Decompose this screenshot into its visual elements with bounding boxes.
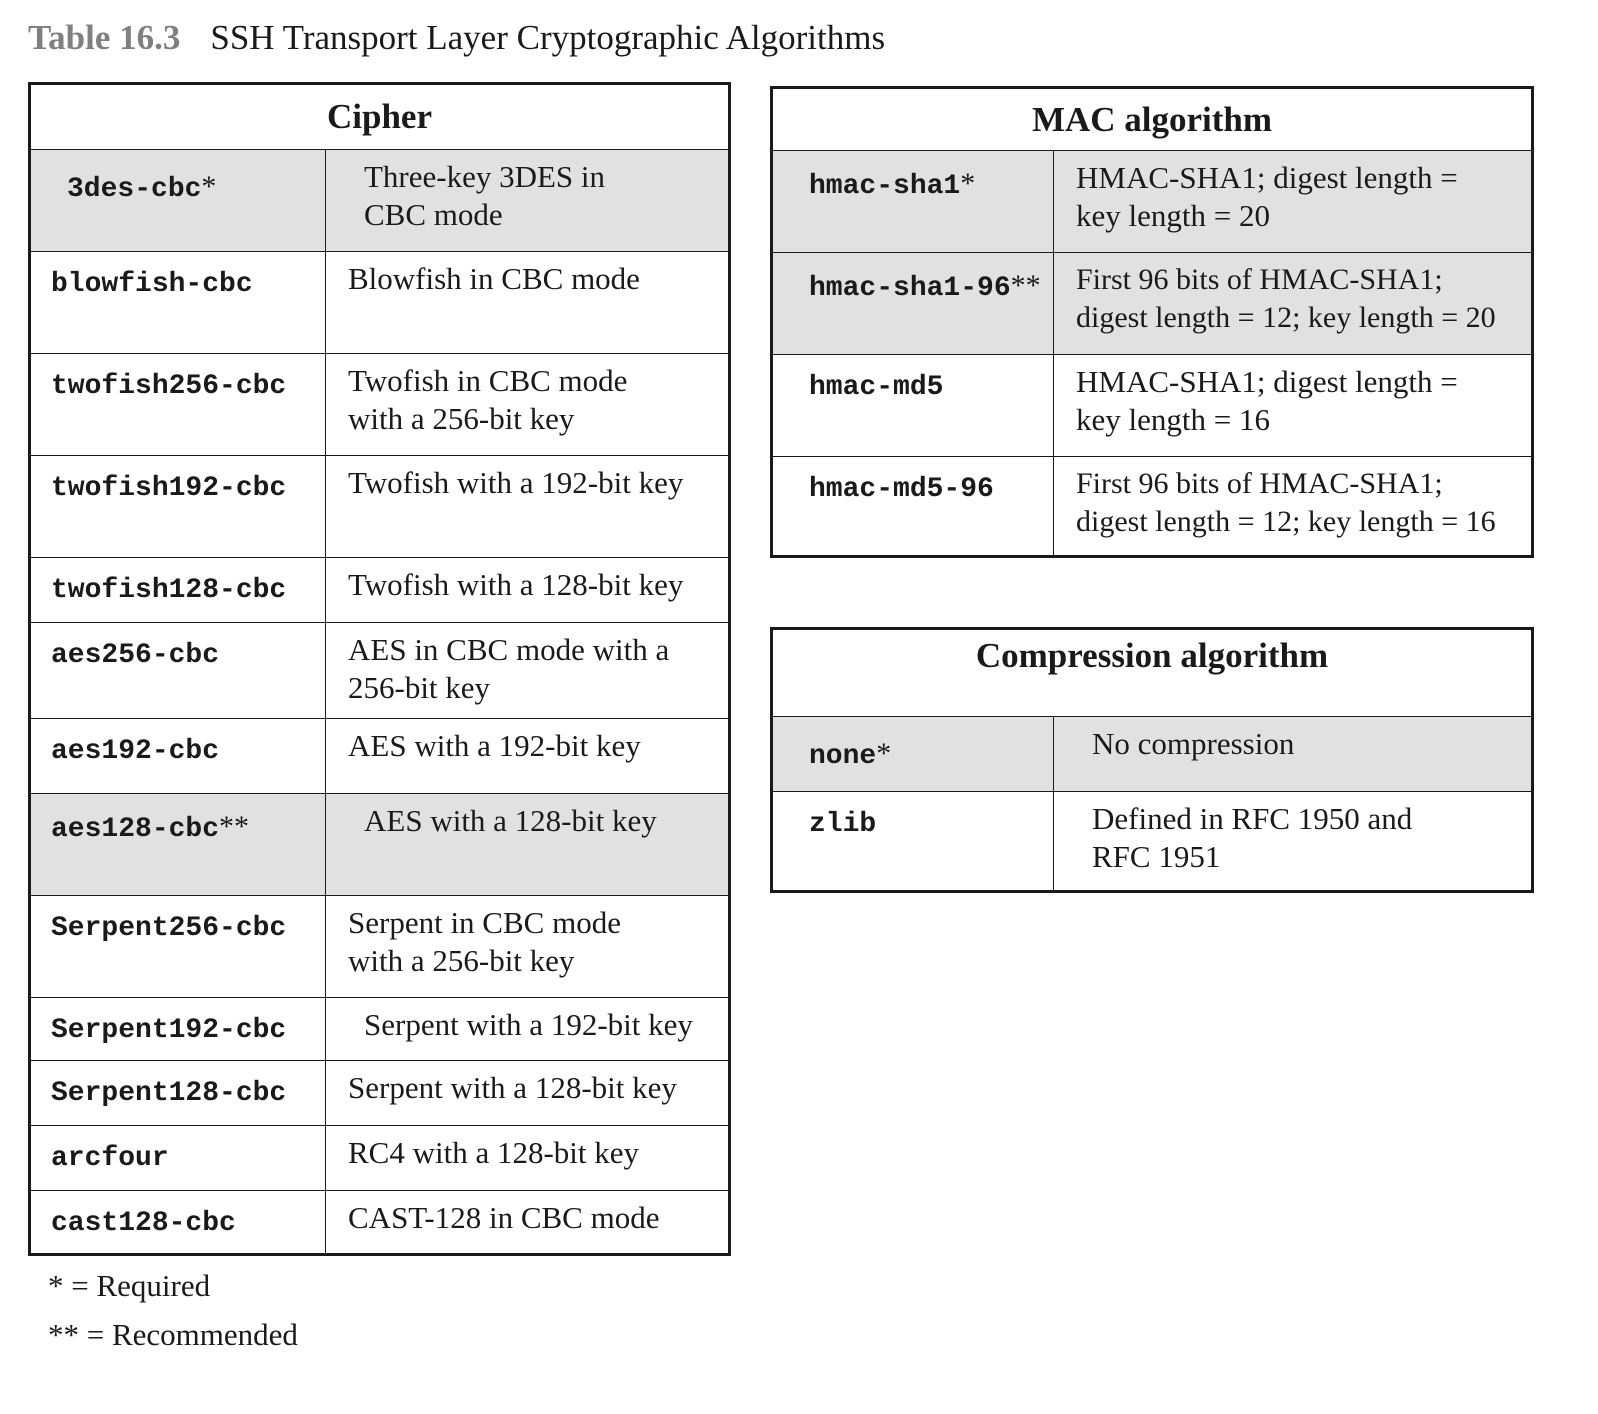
cipher-header: Cipher <box>29 83 730 150</box>
compression-header: Compression algorithm <box>771 628 1533 717</box>
cipher-desc-cell: Serpent with a 192-bit key <box>325 997 730 1061</box>
mac-desc-cell: HMAC-SHA1; digest length =key length = 2… <box>1052 150 1534 253</box>
cipher-name-cell: twofish192-cbc <box>29 455 326 558</box>
mac-name-cell: hmac-sha1-96** <box>771 252 1054 355</box>
table-row: twofish192-cbc Twofish with a 192-bit ke… <box>29 455 730 558</box>
mac-name-cell: hmac-md5 <box>771 354 1054 457</box>
table-row: twofish128-cbc Twofish with a 128-bit ke… <box>29 557 730 623</box>
mac-desc-cell: HMAC-SHA1; digest length =key length = 1… <box>1052 354 1534 457</box>
table-row: blowfish-cbc Blowfish in CBC mode <box>29 251 730 354</box>
cipher-desc-cell: Twofish with a 192-bit key <box>325 455 730 558</box>
table-row: none* No compression <box>771 716 1533 792</box>
cipher-desc-cell: AES with a 192-bit key <box>325 718 730 794</box>
mac-desc-cell: First 96 bits of HMAC-SHA1;digest length… <box>1052 456 1534 557</box>
table-row: cast128-cbc CAST-128 in CBC mode <box>29 1190 730 1255</box>
table-row: hmac-md5 HMAC-SHA1; digest length =key l… <box>771 354 1534 457</box>
cipher-name-cell: Serpent192-cbc <box>29 997 326 1061</box>
cipher-desc-cell: Serpent with a 128-bit key <box>325 1060 730 1126</box>
cipher-name-cell: cast128-cbc <box>29 1190 326 1255</box>
table-row: aes192-cbc AES with a 192-bit key <box>29 718 730 794</box>
cipher-name-cell: aes192-cbc <box>29 718 326 794</box>
compression-table: Compression algorithm none* No compressi… <box>770 627 1534 893</box>
cipher-desc-cell: CAST-128 in CBC mode <box>325 1190 730 1255</box>
cipher-desc-cell: Twofish with a 128-bit key <box>325 557 730 623</box>
cipher-desc-cell: RC4 with a 128-bit key <box>325 1125 730 1191</box>
table-row: arcfour RC4 with a 128-bit key <box>29 1125 730 1191</box>
mac-header: MAC algorithm <box>770 87 1534 151</box>
mac-name-cell: hmac-md5-96 <box>771 456 1054 557</box>
compression-desc-cell: No compression <box>1053 716 1533 792</box>
cipher-name-cell: twofish128-cbc <box>29 557 326 623</box>
cipher-desc-cell: AES with a 128-bit key <box>325 793 730 896</box>
compression-name-cell: zlib <box>771 791 1054 892</box>
table-row: Serpent128-cbc Serpent with a 128-bit ke… <box>29 1060 730 1126</box>
mac-desc-cell: First 96 bits of HMAC-SHA1;digest length… <box>1052 252 1534 355</box>
cipher-name-cell: arcfour <box>29 1125 326 1191</box>
table-caption: Table 16.3 SSH Transport Layer Cryptograp… <box>28 18 885 58</box>
cipher-name-cell: blowfish-cbc <box>29 251 326 354</box>
table-row: Serpent192-cbc Serpent with a 192-bit ke… <box>29 997 730 1061</box>
cipher-name-cell: 3des-cbc* <box>29 149 326 252</box>
table-title: SSH Transport Layer Cryptographic Algori… <box>210 18 886 57</box>
table-row: hmac-md5-96 First 96 bits of HMAC-SHA1;d… <box>771 456 1534 557</box>
compression-name-cell: none* <box>771 716 1054 792</box>
footnote-recommended: ** = Recommended <box>48 1317 298 1352</box>
cipher-name-cell: Serpent128-cbc <box>29 1060 326 1126</box>
table-number: Table 16.3 <box>28 18 181 57</box>
cipher-name-cell: aes256-cbc <box>29 622 326 719</box>
table-row: aes128-cbc** AES with a 128-bit key <box>29 793 730 896</box>
cipher-name-cell: twofish256-cbc <box>29 353 326 456</box>
table-row: hmac-sha1* HMAC-SHA1; digest length =key… <box>771 150 1534 253</box>
cipher-name-cell: Serpent256-cbc <box>29 895 326 998</box>
cipher-name-cell: aes128-cbc** <box>29 793 326 896</box>
mac-table: MAC algorithm hmac-sha1* HMAC-SHA1; dige… <box>770 86 1535 558</box>
table-row: hmac-sha1-96** First 96 bits of HMAC-SHA… <box>771 252 1534 355</box>
footnote-required: * = Required <box>48 1268 211 1303</box>
cipher-desc-cell: Blowfish in CBC mode <box>325 251 730 354</box>
mac-name-cell: hmac-sha1* <box>771 150 1054 253</box>
